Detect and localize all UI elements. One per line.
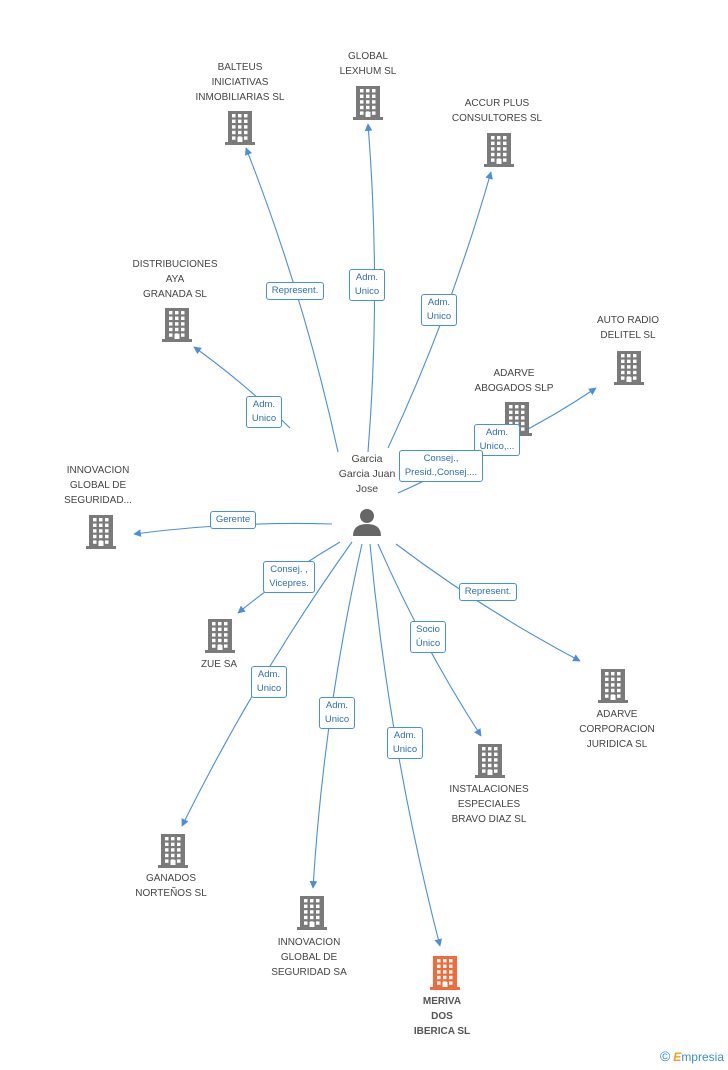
node-label-instalaciones[interactable]: INSTALACIONES ESPECIALES BRAVO DIAZ SL bbox=[449, 783, 529, 825]
node-label-adarve-abogados[interactable]: ADARVE ABOGADOS SLP bbox=[474, 368, 554, 394]
edge-label-ganados[interactable]: Adm. Unico bbox=[250, 666, 288, 698]
watermark-text: mpresia bbox=[681, 1050, 724, 1064]
edge-label-instalaciones[interactable]: Socio Único bbox=[409, 621, 447, 653]
center-person-label: Garcia Garcia Juan Jose bbox=[338, 453, 396, 495]
building-icon-ganados[interactable] bbox=[158, 834, 188, 868]
building-icon-accur-plus[interactable] bbox=[484, 133, 514, 167]
building-icon-auto-radio[interactable] bbox=[614, 351, 644, 385]
edge-label-innovacion-1[interactable]: Gerente bbox=[209, 511, 257, 529]
edge-label-balteus[interactable]: Represent. bbox=[265, 282, 325, 300]
building-icon-zue[interactable] bbox=[205, 619, 235, 653]
node-label-auto-radio[interactable]: AUTO RADIO DELITEL SL bbox=[596, 315, 660, 341]
node-label-accur-plus[interactable]: ACCUR PLUS CONSULTORES SL bbox=[451, 98, 543, 124]
node-label-distribuciones-aya[interactable]: DISTRIBUCIONES AYA GRANADA SL bbox=[132, 258, 218, 300]
watermark-initial: E bbox=[673, 1050, 682, 1064]
node-label-innovacion-sa[interactable]: INNOVACION GLOBAL DE SEGURIDAD SA bbox=[271, 936, 347, 978]
building-icon-instalaciones[interactable] bbox=[475, 744, 505, 778]
node-label-meriva[interactable]: MERIVA DOS IBERICA SL bbox=[413, 995, 471, 1037]
edge-label-global-lexhum[interactable]: Adm. Unico bbox=[348, 269, 386, 301]
building-icon-distribuciones-aya[interactable] bbox=[162, 308, 192, 342]
node-label-innovacion-1[interactable]: INNOVACION GLOBAL DE SEGURIDAD... bbox=[64, 464, 132, 506]
edge-label-innovacion-sa[interactable]: Adm. Unico bbox=[318, 697, 356, 729]
edge-label-accur-plus[interactable]: Adm. Unico bbox=[420, 294, 458, 326]
copyright-symbol: © bbox=[659, 1048, 671, 1064]
person-icon[interactable] bbox=[353, 509, 381, 536]
building-icon-global-lexhum[interactable] bbox=[353, 86, 383, 120]
node-label-balteus[interactable]: BALTEUS INICIATIVAS INMOBILIARIAS SL bbox=[195, 61, 285, 103]
node-label-global-lexhum[interactable]: GLOBAL LEXHUM SL bbox=[339, 51, 397, 77]
edge-label-adarve-abogados[interactable]: Consej., Presid.,Consej.... bbox=[398, 450, 484, 482]
building-icon-innovacion-1[interactable] bbox=[86, 515, 116, 549]
edge-adarve-corp bbox=[395, 543, 581, 662]
node-label-zue[interactable]: ZUE SA bbox=[200, 658, 238, 670]
edge-label-meriva[interactable]: Adm. Unico bbox=[386, 727, 424, 759]
building-icon-meriva[interactable] bbox=[430, 956, 460, 990]
building-icon-adarve-corp[interactable] bbox=[598, 669, 628, 703]
edge-label-distribuciones-aya[interactable]: Adm. Unico bbox=[245, 396, 283, 428]
edge-label-zue[interactable]: Consej. , Vicepres. bbox=[263, 561, 315, 593]
node-label-adarve-corp[interactable]: ADARVE CORPORACION JURIDICA SL bbox=[579, 708, 655, 750]
building-icon-balteus[interactable] bbox=[225, 111, 255, 145]
building-icon-innovacion-sa[interactable] bbox=[297, 896, 327, 930]
watermark: ©Empresia bbox=[660, 1048, 724, 1064]
node-label-ganados[interactable]: GANADOS NORTEÑOS SL bbox=[135, 873, 207, 899]
edge-label-adarve-corp[interactable]: Represent. bbox=[458, 583, 518, 601]
